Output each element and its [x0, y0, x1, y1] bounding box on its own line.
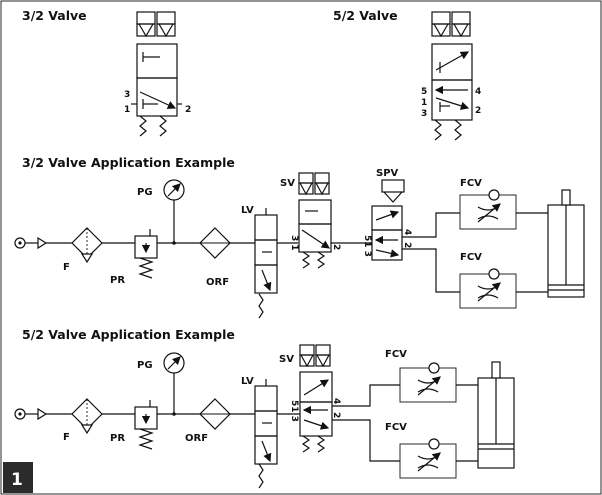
solenoid-icon — [299, 344, 331, 368]
figure-number-badge: 1 — [3, 462, 33, 493]
spv-valve — [371, 179, 405, 261]
svg-text:51 3: 51 3 — [362, 235, 372, 257]
label-sv: SV — [280, 178, 295, 189]
lever-valve-icon — [254, 379, 278, 489]
label-pr: PR — [110, 433, 125, 444]
flow-control-valve-icon — [399, 438, 457, 479]
app-5-2-example: 5/2 Valve Application Example F PR — [14, 327, 515, 489]
filter-icon — [71, 398, 103, 435]
valve-3-2-symbol: 3/2 Valve 3 1 2 — [22, 8, 191, 137]
label-fcv: FCV — [460, 252, 482, 263]
pressure-regulator-icon — [134, 229, 158, 279]
svg-text:1: 1 — [421, 98, 427, 108]
solenoid-icon — [298, 172, 330, 196]
svg-text:3: 3 — [124, 90, 130, 100]
lubricator-icon — [199, 398, 231, 430]
svg-text:2: 2 — [331, 412, 341, 418]
svg-text:4: 4 — [402, 229, 412, 235]
label-pr: PR — [110, 275, 125, 286]
flow-control-valve-icon — [459, 189, 517, 230]
app-5-2-heading: 5/2 Valve Application Example — [22, 327, 235, 342]
svg-text:2: 2 — [402, 242, 412, 248]
filter-icon — [71, 227, 103, 264]
solenoid-icon — [136, 11, 176, 38]
lubricator-icon — [199, 227, 231, 259]
label-pg: PG — [137, 360, 153, 371]
figure-number: 1 — [11, 470, 23, 490]
air-source-icon — [14, 407, 72, 421]
solenoid-valve-5-2 — [299, 344, 333, 453]
svg-text:3 1: 3 1 — [289, 235, 299, 251]
label-sv: SV — [279, 354, 294, 365]
svg-text:2: 2 — [331, 244, 341, 250]
svg-text:4: 4 — [475, 87, 481, 97]
label-pg: PG — [137, 187, 153, 198]
app-3-2-heading: 3/2 Valve Application Example — [22, 155, 235, 170]
pressure-gauge-icon — [163, 179, 185, 201]
flow-control-valve-icon — [399, 362, 457, 403]
svg-text:3: 3 — [421, 109, 427, 119]
spring-icon — [139, 115, 167, 137]
solenoid-icon — [381, 179, 405, 203]
solenoid-valve-3-2 — [298, 172, 332, 269]
valve-3-2-heading: 3/2 Valve — [22, 8, 87, 23]
label-fcv: FCV — [385, 422, 407, 433]
cylinder-icon — [547, 189, 585, 298]
label-fcv: FCV — [385, 349, 407, 360]
svg-text:2: 2 — [185, 105, 191, 115]
label-lv: LV — [241, 205, 254, 216]
svg-text:51 3: 51 3 — [289, 400, 299, 422]
spring-icon — [434, 119, 462, 141]
label-spv: SPV — [376, 168, 399, 179]
app-3-2-example: 3/2 Valve Application Example F PR — [14, 155, 585, 319]
pressure-gauge-icon — [163, 352, 185, 374]
svg-text:1: 1 — [124, 105, 130, 115]
flow-control-valve-icon — [459, 268, 517, 309]
valve-5-2-symbol: 5/2 Valve 5 1 3 4 2 — [333, 8, 481, 141]
air-source-icon — [14, 236, 72, 250]
label-fcv: FCV — [460, 178, 482, 189]
pressure-regulator-icon — [134, 400, 158, 450]
cylinder-icon — [477, 361, 515, 469]
lever-valve-icon — [254, 208, 278, 319]
valve-5-2-heading: 5/2 Valve — [333, 8, 398, 23]
label-lv: LV — [241, 376, 254, 387]
label-orf: ORF — [185, 433, 208, 444]
label-f: F — [63, 432, 70, 443]
svg-text:5: 5 — [421, 87, 427, 97]
svg-text:4: 4 — [331, 398, 341, 404]
label-f: F — [63, 262, 70, 273]
label-orf: ORF — [206, 277, 229, 288]
svg-text:2: 2 — [475, 106, 481, 116]
solenoid-icon — [431, 11, 471, 38]
